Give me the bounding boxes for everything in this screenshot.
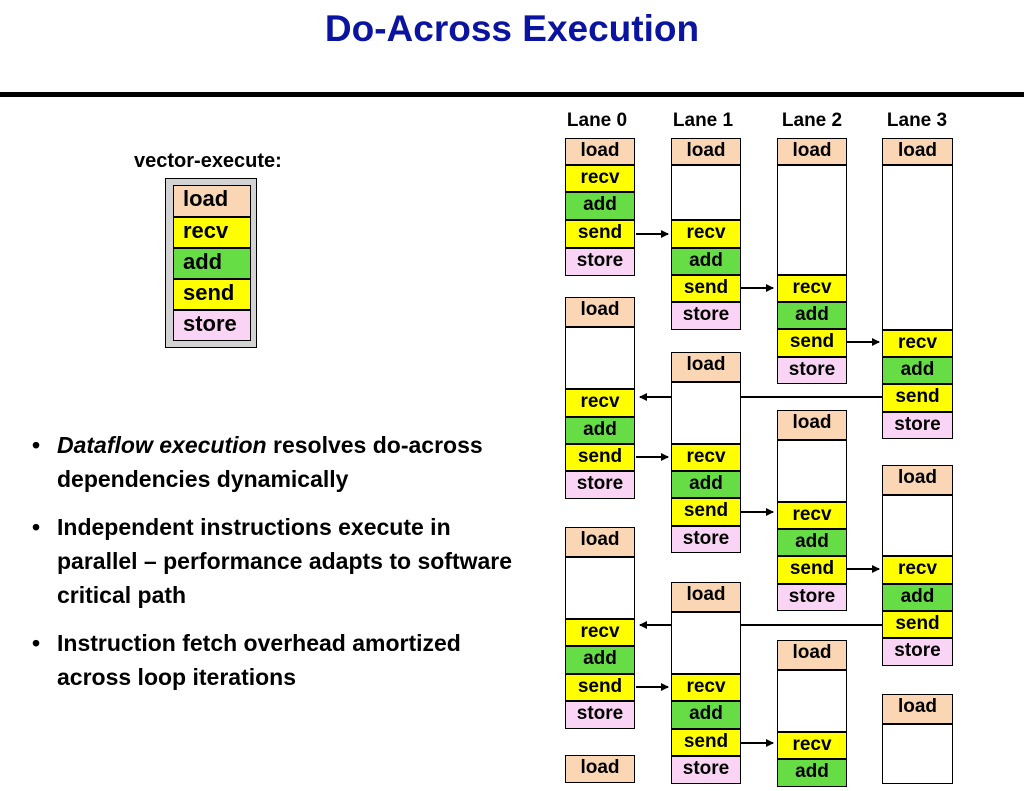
ve-send: send: [173, 279, 251, 310]
bullet-list: • Dataflow execution resolves do-across …: [32, 428, 532, 708]
lane0-load: load: [565, 297, 635, 327]
lane3-add: add: [882, 357, 953, 384]
lane1-wait: [671, 165, 741, 220]
lane2-store: store: [777, 584, 847, 611]
lane3-wait: [882, 495, 953, 556]
lane0-load: load: [565, 755, 635, 783]
lane1-wait: [671, 612, 741, 674]
bullet-text: Instruction fetch overhead amortized acr…: [57, 630, 461, 690]
lane3-store: store: [882, 412, 953, 439]
lane3-add: add: [882, 584, 953, 611]
title-divider: [0, 92, 1024, 97]
lane2-send: send: [777, 329, 847, 357]
lane2-recv: recv: [777, 732, 847, 759]
bullet-dot: •: [32, 630, 41, 656]
lane2-add: add: [777, 302, 847, 329]
lane2-load: load: [777, 138, 847, 165]
ve-load: load: [173, 185, 251, 217]
lane0-wait: [565, 327, 635, 389]
lane0-wait: [565, 557, 635, 619]
lane2-recv: recv: [777, 502, 847, 529]
lane-0-header: Lane 0: [566, 110, 628, 131]
lane-2-header: Lane 2: [781, 110, 843, 131]
lane3-send: send: [882, 384, 953, 412]
lane1-add: add: [671, 248, 741, 275]
lane3-send: send: [882, 611, 953, 638]
bullet-dot: •: [32, 514, 41, 540]
slide-title: Do-Across Execution: [324, 8, 700, 49]
lane3-recv: recv: [882, 330, 953, 357]
bullet-item: • Independent instructions execute in pa…: [32, 510, 532, 612]
lane3-store: store: [882, 638, 953, 666]
lane0-recv: recv: [565, 619, 635, 646]
lane0-store: store: [565, 471, 635, 499]
lane2-wait: [777, 440, 847, 502]
bullet-item: • Instruction fetch overhead amortized a…: [32, 626, 532, 694]
lane2-store: store: [777, 357, 847, 384]
lane0-store: store: [565, 701, 635, 729]
lane2-wait: [777, 670, 847, 732]
lane1-store: store: [671, 756, 741, 784]
lane2-load: load: [777, 640, 847, 670]
bullet-item: • Dataflow execution resolves do-across …: [32, 428, 532, 496]
lane-3-header: Lane 3: [886, 110, 948, 131]
lane1-send: send: [671, 275, 741, 302]
lane0-store: store: [565, 248, 635, 276]
lane2-add: add: [777, 529, 847, 556]
lane3-load: load: [882, 694, 953, 724]
bullet-dot: •: [32, 432, 41, 458]
lane1-store: store: [671, 526, 741, 553]
vector-execute-box: load recv add send store: [165, 178, 257, 348]
lane1-load: load: [671, 582, 741, 612]
bullet-text: resolves do-across dependencies dynamica…: [57, 432, 483, 492]
lane2-recv: recv: [777, 275, 847, 302]
lane3-wait: [882, 724, 953, 784]
ve-recv: recv: [173, 217, 251, 248]
lane0-add: add: [565, 192, 635, 220]
lane1-recv: recv: [671, 220, 741, 248]
lane1-recv: recv: [671, 444, 741, 471]
lane3-load: load: [882, 465, 953, 495]
lane1-add: add: [671, 701, 741, 729]
lane1-send: send: [671, 498, 741, 526]
lane1-load: load: [671, 138, 741, 165]
lane0-load: load: [565, 138, 635, 165]
lane0-add: add: [565, 417, 635, 444]
lane-1-header: Lane 1: [672, 110, 734, 131]
lane2-load: load: [777, 410, 847, 440]
lane3-load: load: [882, 138, 953, 165]
lane3-recv: recv: [882, 556, 953, 584]
ve-add: add: [173, 248, 251, 279]
lane0-send: send: [565, 220, 635, 248]
lane0-send: send: [565, 444, 635, 471]
lane0-add: add: [565, 646, 635, 674]
lane2-wait: [777, 165, 847, 275]
lane1-wait: [671, 382, 741, 444]
lane2-send: send: [777, 556, 847, 584]
lane0-recv: recv: [565, 165, 635, 192]
ve-store: store: [173, 310, 251, 341]
bullet-emphasis: Dataflow execution: [57, 432, 267, 458]
lane2-add: add: [777, 759, 847, 787]
lane0-load: load: [565, 527, 635, 557]
lane3-wait: [882, 165, 953, 330]
lane0-recv: recv: [565, 389, 635, 417]
vector-execute-label: vector-execute:: [134, 150, 282, 172]
lane1-store: store: [671, 302, 741, 330]
lane1-load: load: [671, 352, 741, 382]
lane1-recv: recv: [671, 674, 741, 701]
lane1-send: send: [671, 729, 741, 756]
lane1-add: add: [671, 471, 741, 498]
bullet-text: Independent instructions execute in para…: [57, 514, 513, 608]
lane0-send: send: [565, 674, 635, 701]
